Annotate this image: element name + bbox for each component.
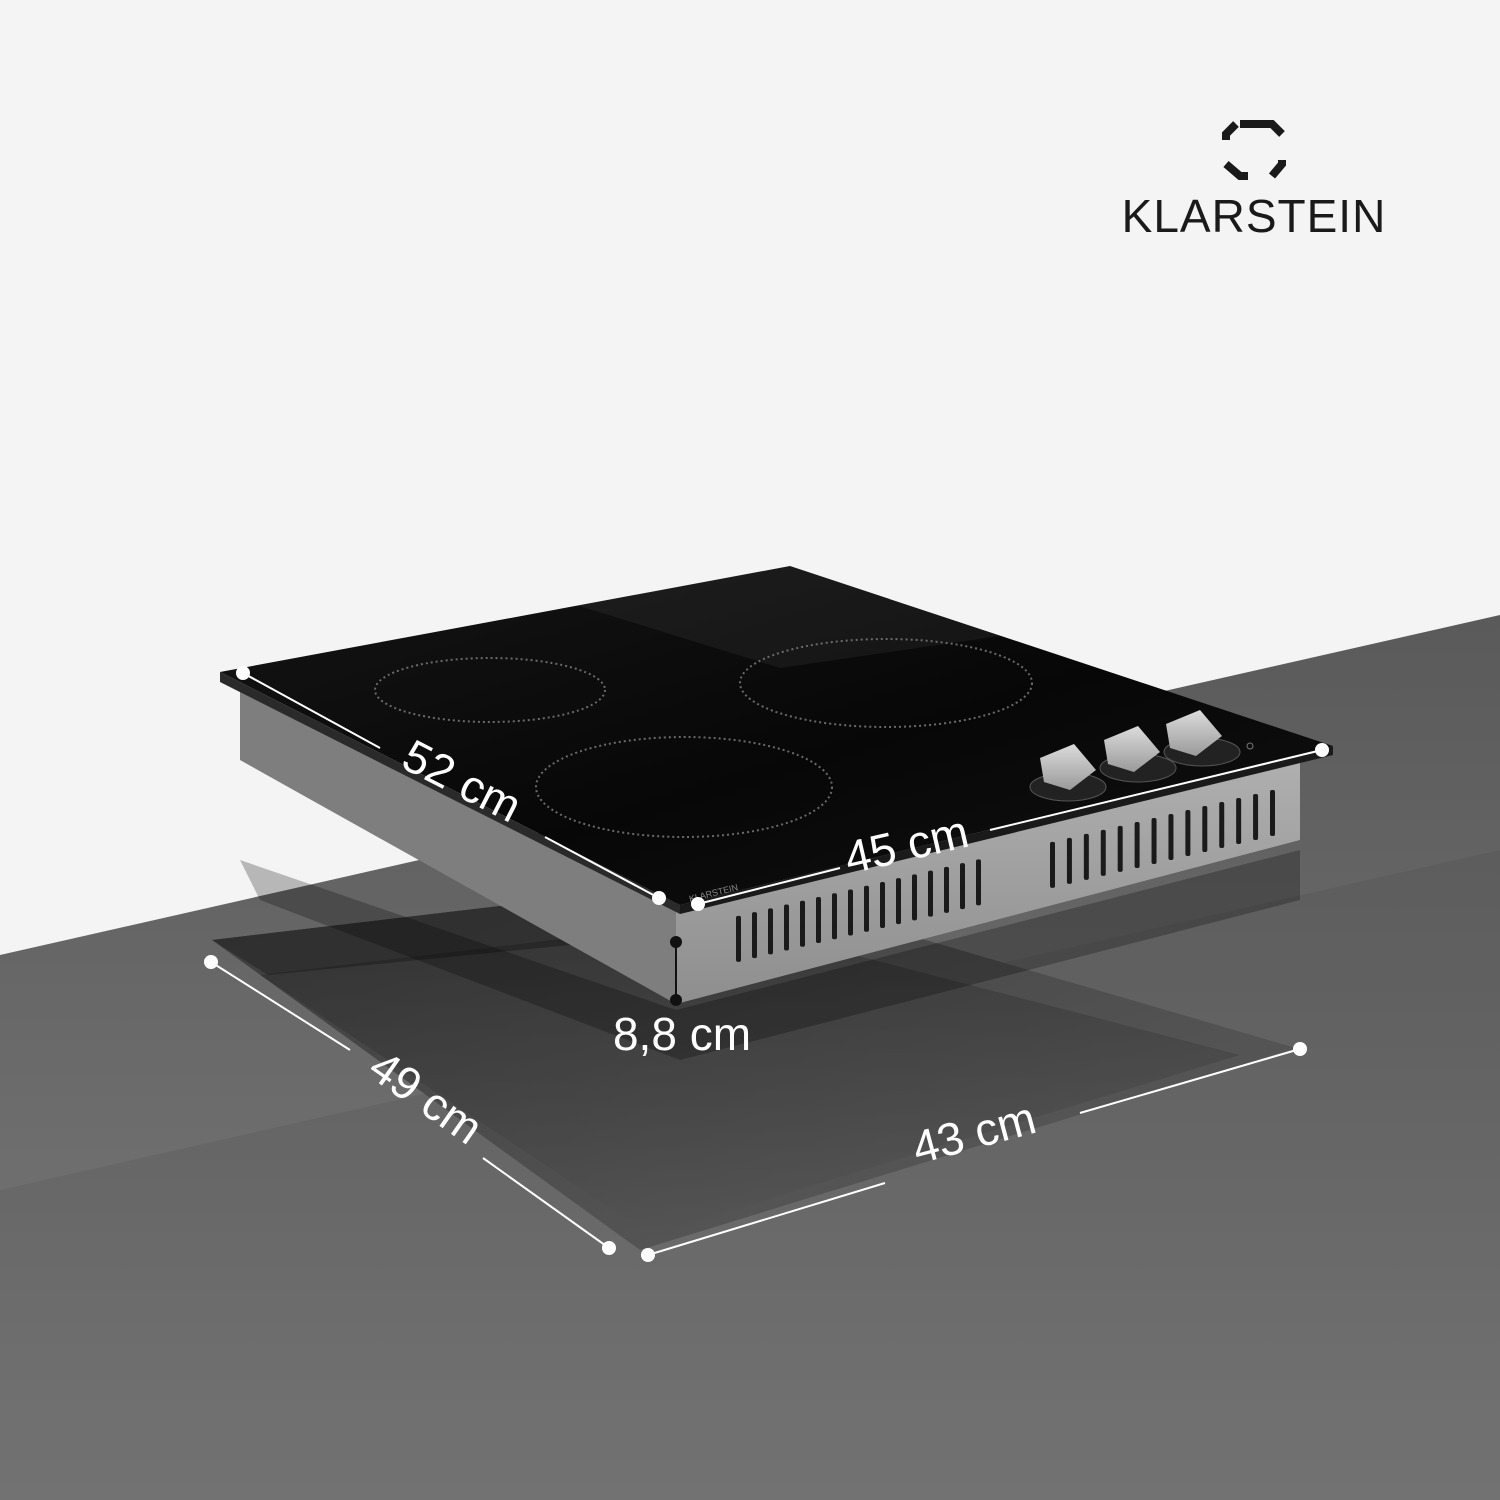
control-knobs	[1029, 710, 1254, 802]
cooking-zone-rear-left	[374, 657, 606, 723]
dimension-dot	[670, 994, 682, 1006]
dimension-label-hob-height: 8,8 cm	[613, 1008, 751, 1060]
dimension-dot	[1315, 743, 1329, 757]
vent-slot	[1117, 825, 1123, 872]
dimension-line-hob-width-a	[697, 867, 841, 905]
dimension-line-cutout-width-a	[647, 1182, 886, 1256]
cooking-zones	[374, 638, 1033, 838]
vent-slot	[800, 900, 805, 947]
dimension-dot	[652, 891, 666, 905]
hob-housing-front	[676, 755, 1300, 1004]
hob-shadow	[240, 850, 1300, 1060]
klarstein-diamond-logo-icon	[1222, 120, 1286, 180]
vent-slot	[960, 863, 965, 910]
vent-slot	[1270, 790, 1275, 837]
cooking-zone-front	[535, 736, 833, 838]
vent-slot	[1219, 802, 1225, 849]
dimension-dot	[602, 1241, 616, 1255]
hob-housing-left	[240, 690, 676, 1004]
dimension-line-hob-depth-b	[544, 836, 660, 899]
vent-slot	[816, 897, 821, 944]
ceramic-hob: KLARSTEIN	[220, 566, 1333, 1060]
dimension-line-cutout-width-b	[1079, 1048, 1301, 1114]
vent-slot	[736, 915, 741, 962]
hob-glass-top	[220, 566, 1333, 905]
vent-slot	[848, 889, 853, 936]
dimension-line-cutout-depth-a	[210, 961, 351, 1051]
dimension-dot	[1293, 1042, 1307, 1056]
vent-slot	[1100, 829, 1106, 876]
vent-slot	[864, 885, 869, 932]
vent-slot	[1151, 817, 1157, 864]
brand-name: KLARSTEIN	[1122, 190, 1387, 242]
vent-slot	[752, 912, 757, 959]
vent-slot	[880, 881, 885, 928]
vent-slot	[784, 904, 789, 951]
knob-1	[1029, 744, 1107, 802]
power-indicator-icon	[1246, 742, 1254, 750]
dimension-line-hob-width-b	[989, 749, 1323, 831]
brand-logo: KLARSTEIN	[1122, 120, 1387, 242]
vent-slot	[1083, 833, 1089, 880]
dimension-dot	[691, 897, 705, 911]
vent-slot	[1202, 806, 1208, 853]
dimension-dot	[670, 936, 682, 948]
glass-edge-front	[680, 746, 1333, 914]
knob-2	[1099, 726, 1177, 783]
vent-slot	[928, 870, 933, 917]
vent-slot	[912, 874, 917, 921]
vent-slot	[1185, 809, 1191, 856]
vent-slot	[1050, 841, 1055, 888]
dimension-dot	[204, 955, 218, 969]
vent-slot	[832, 893, 837, 940]
vent-slot	[768, 908, 773, 955]
glass-edge	[220, 672, 680, 914]
dimension-dot	[641, 1248, 655, 1262]
vent-slot	[1253, 794, 1259, 841]
vent-slot	[1134, 821, 1140, 868]
vent-slot	[896, 878, 901, 925]
dimension-line-cutout-depth-b	[482, 1157, 610, 1249]
vent-slot	[1066, 837, 1072, 884]
dimension-dot	[236, 666, 250, 680]
vent-slot	[976, 859, 981, 906]
cooking-zone-rear-right	[739, 638, 1033, 728]
dimension-line-hob-depth-a	[242, 672, 381, 749]
vent-slot	[1168, 813, 1174, 860]
vent-slots	[736, 790, 1275, 962]
cutout-floor-shadow	[260, 920, 1240, 1235]
knob-3	[1163, 710, 1241, 767]
glass-reflection	[560, 566, 1000, 668]
vent-slot	[944, 866, 949, 913]
vent-slot	[1236, 798, 1242, 845]
